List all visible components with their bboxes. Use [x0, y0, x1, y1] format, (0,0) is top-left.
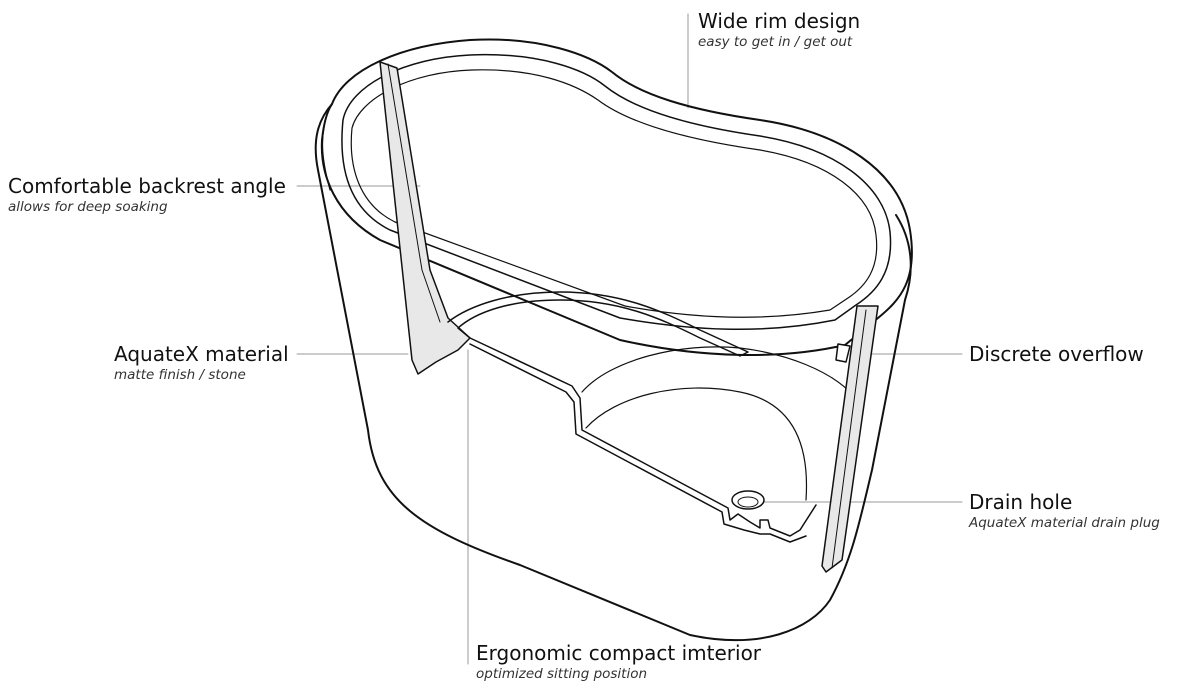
backrest-section [379, 61, 471, 375]
tub-inner-lip [350, 69, 878, 318]
tub-rim-outer [320, 38, 913, 357]
backrest-section-line [387, 63, 441, 323]
tub-rim-inner [341, 53, 892, 331]
callout-overflow: Discrete overflow [969, 342, 1144, 366]
callout-drain: Drain hole AquateX material drain plug [969, 490, 1160, 532]
floor-arc [585, 387, 808, 501]
callout-material: AquateX material matte finish / stone [114, 342, 289, 384]
callout-backrest: Comfortable backrest angle allows for de… [8, 174, 286, 216]
callout-subtitle: easy to get in / get out [698, 34, 853, 50]
callout-subtitle: allows for deep soaking [8, 199, 168, 215]
callout-subtitle: optimized sitting position [476, 666, 648, 682]
overflow-slot [835, 343, 851, 363]
callout-interior: Ergonomic compact imterior optimized sit… [476, 641, 761, 683]
right-wall-line [831, 309, 867, 569]
interior-section [447, 291, 817, 537]
callout-subtitle: AquateX material drain plug [969, 515, 1160, 531]
drain-hole-inner [737, 496, 759, 508]
callout-title: AquateX material [114, 342, 289, 366]
callout-title: Drain hole [969, 490, 1073, 514]
callout-title: Discrete overflow [969, 342, 1144, 366]
interior-section-outer [469, 343, 807, 543]
tub-outer-body [314, 103, 912, 642]
callout-subtitle: matte finish / stone [114, 367, 246, 383]
callout-title: Wide rim design [698, 9, 861, 33]
tub-outer-edge [321, 117, 331, 191]
callout-rim: Wide rim design easy to get in / get out [698, 9, 860, 51]
drain-hole-icon [731, 490, 765, 510]
right-wall-section [821, 305, 879, 573]
seat-arc [581, 346, 851, 393]
callout-title: Ergonomic compact imterior [476, 641, 762, 665]
callout-title: Comfortable backrest angle [8, 174, 286, 198]
